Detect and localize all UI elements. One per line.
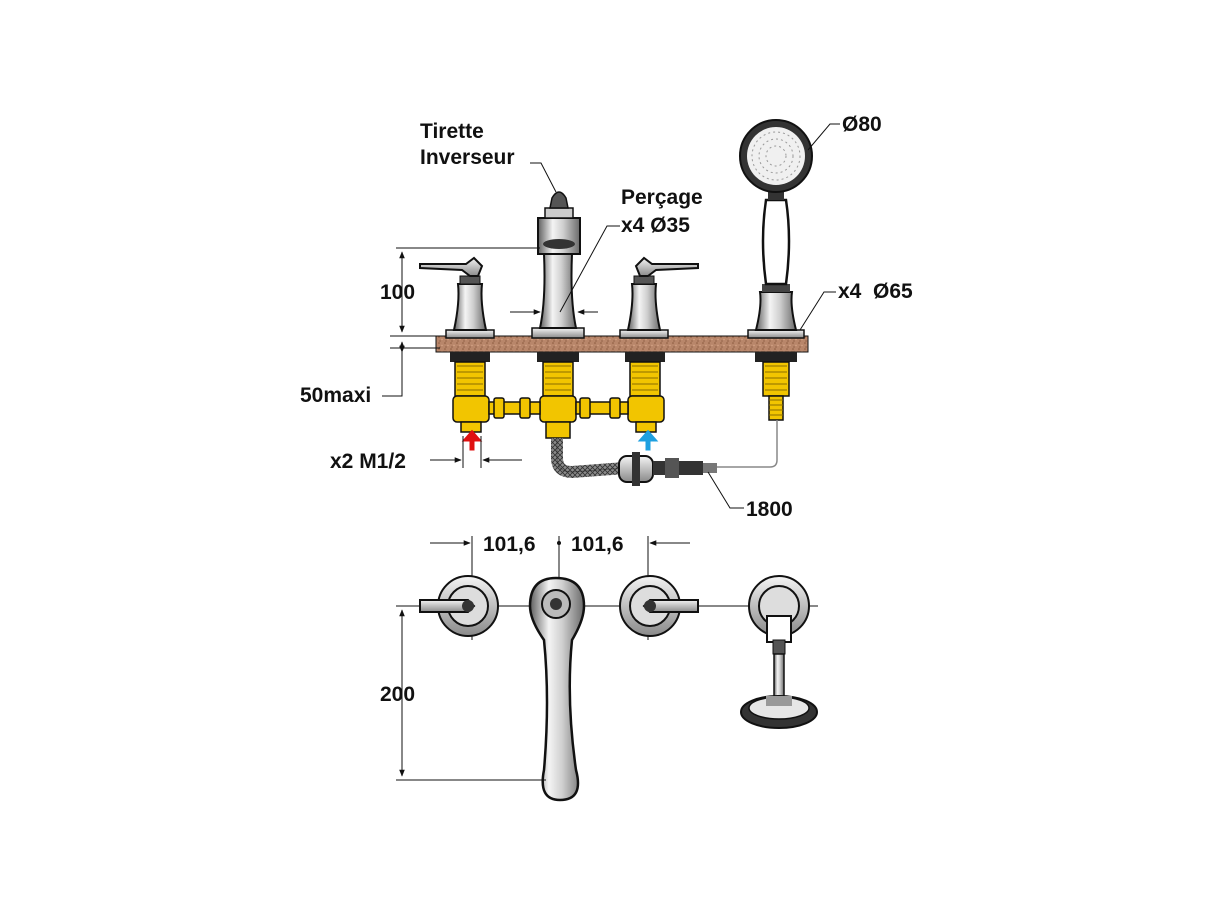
leader-hose-length xyxy=(707,471,744,509)
dimension-50maxi xyxy=(382,341,440,397)
hose-to-shower-line xyxy=(717,420,778,468)
dimension-200 xyxy=(396,605,546,781)
hose-connector xyxy=(618,452,717,486)
label-hose-length: 1800 xyxy=(746,498,793,521)
label-deck-50maxi: 50maxi xyxy=(300,384,371,407)
label-spout-reach: 200 xyxy=(380,683,415,706)
label-base-diameter: x4 Ø65 xyxy=(838,280,913,303)
shower-holder-body xyxy=(755,352,797,421)
leader-diameter-65 xyxy=(799,291,836,331)
shower-plan xyxy=(740,575,818,729)
spout-plan xyxy=(528,576,586,802)
label-spacing-left: 101,6 xyxy=(483,533,536,556)
left-handle-plan xyxy=(419,575,499,637)
elevation-view xyxy=(382,119,840,509)
right-handle-elevation xyxy=(619,256,699,339)
right-handle-plan xyxy=(619,575,699,637)
hot-inlet-arrow xyxy=(461,429,483,451)
connecting-pipes xyxy=(488,397,629,419)
leader-tirette xyxy=(530,162,557,193)
left-handle-elevation xyxy=(419,256,495,339)
label-percage: Perçage xyxy=(621,186,703,209)
label-inverseur: Inverseur xyxy=(420,146,515,169)
label-percage-diameter: x4 Ø35 xyxy=(621,214,690,237)
dimension-spacing xyxy=(430,540,690,546)
plan-view xyxy=(396,536,818,802)
dimension-inlet-thread xyxy=(430,436,522,468)
dimension-100 xyxy=(390,247,540,337)
label-spacing-right: 101,6 xyxy=(571,533,624,556)
label-tirette: Tirette xyxy=(420,120,484,143)
label-shower-diameter: Ø80 xyxy=(842,113,882,136)
hand-shower-elevation xyxy=(739,119,813,339)
spout-elevation xyxy=(531,191,585,339)
center-diverter-body xyxy=(537,352,579,439)
braided-hose xyxy=(551,438,626,479)
leader-diameter-80 xyxy=(807,123,840,151)
right-valve-body xyxy=(625,352,665,433)
label-height-100: 100 xyxy=(380,281,415,304)
cold-inlet-arrow xyxy=(637,429,659,451)
left-valve-body xyxy=(450,352,490,433)
label-inlet-thread: x2 M1/2 xyxy=(330,450,406,473)
dimension-percage xyxy=(510,225,620,315)
